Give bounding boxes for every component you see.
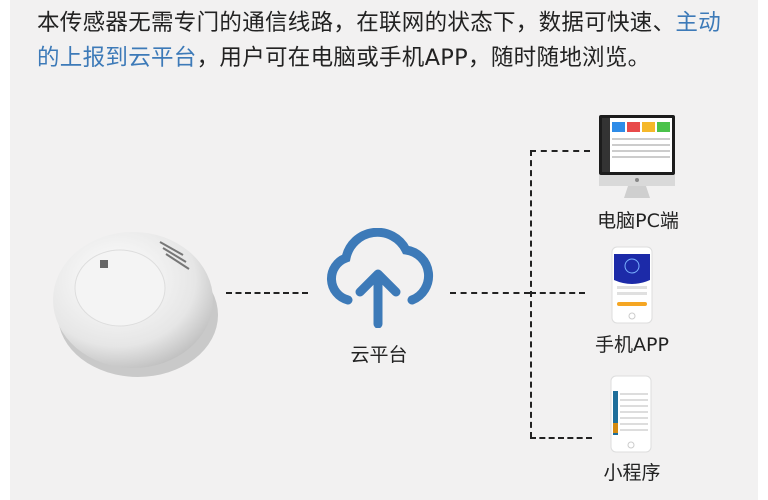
- diagram-canvas: 本传感器无需专门的通信线路，在联网的状态下，数据可快速、主动的上报到云平台，用户…: [10, 0, 758, 500]
- cloud-upload-icon: [326, 228, 434, 328]
- monitor-icon: [599, 115, 675, 198]
- connector-pc: [530, 150, 590, 152]
- connector-cloud-hub: [450, 292, 530, 294]
- connector-mini: [530, 437, 592, 439]
- cloud-label: 云平台: [350, 344, 408, 366]
- smoke-sensor-icon: [53, 232, 218, 377]
- app-label: 手机APP: [595, 334, 669, 356]
- intro-text: 本传感器无需专门的通信线路，在联网的状态下，数据可快速、主动的上报到云平台，用户…: [37, 6, 737, 76]
- connector-app: [530, 292, 585, 294]
- mini-program-label: 小程序: [603, 462, 661, 484]
- connector-vertical: [530, 150, 532, 438]
- pc-label: 电脑PC端: [597, 210, 679, 232]
- phone-icon: [611, 246, 653, 324]
- intro-part2: ，用户可在电脑或手机APP，随时随地浏览。: [196, 45, 651, 71]
- mini-program-icon: [610, 375, 652, 453]
- connector-sensor-cloud: [226, 292, 308, 294]
- intro-highlight: 主动的上报到云平台: [37, 10, 722, 71]
- intro-part1: 本传感器无需专门的通信线路，在联网的状态下，数据可快速、: [37, 10, 676, 36]
